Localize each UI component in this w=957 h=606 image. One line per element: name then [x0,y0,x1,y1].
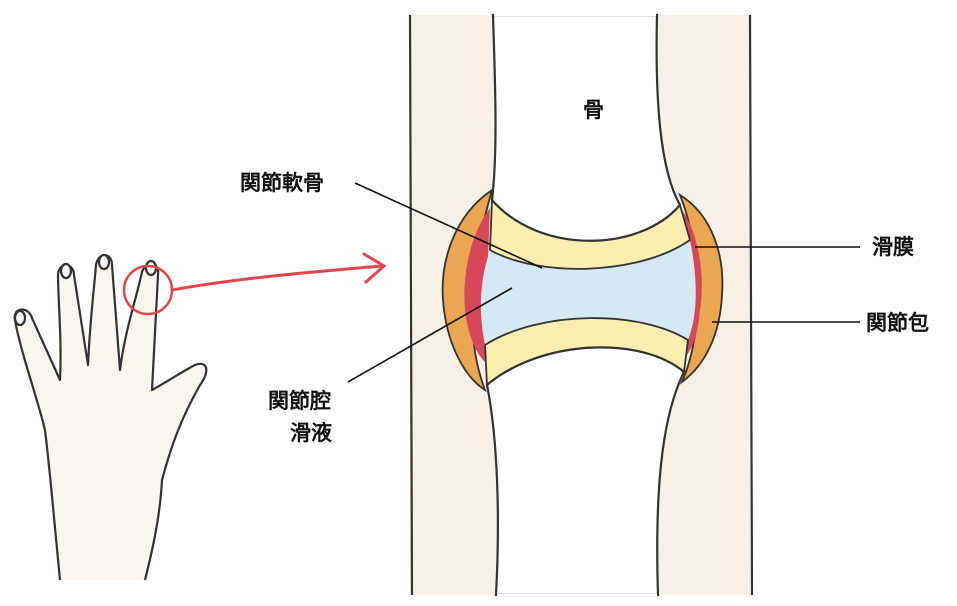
hand-illustration [13,253,208,581]
joint-cavity [480,240,696,345]
leader-articular-cartilage [354,182,543,269]
leader-joint-cavity [347,287,513,383]
label-synovium: 滑膜 [872,235,914,259]
label-synovial-fluid: 滑液 [290,421,332,445]
lower-bone [485,346,686,597]
label-bone: 骨 [583,98,604,122]
label-joint-capsule: 関節包 [866,311,929,335]
label-joint-cavity: 関節腔 [268,389,331,413]
label-articular-cartilage: 関節軟骨 [240,171,324,195]
fingernail [97,253,111,271]
pointer-arrow [170,252,387,292]
fingernail [13,309,27,327]
leader-lines [347,182,860,383]
fingernail [59,262,73,280]
upper-bone [490,13,682,242]
